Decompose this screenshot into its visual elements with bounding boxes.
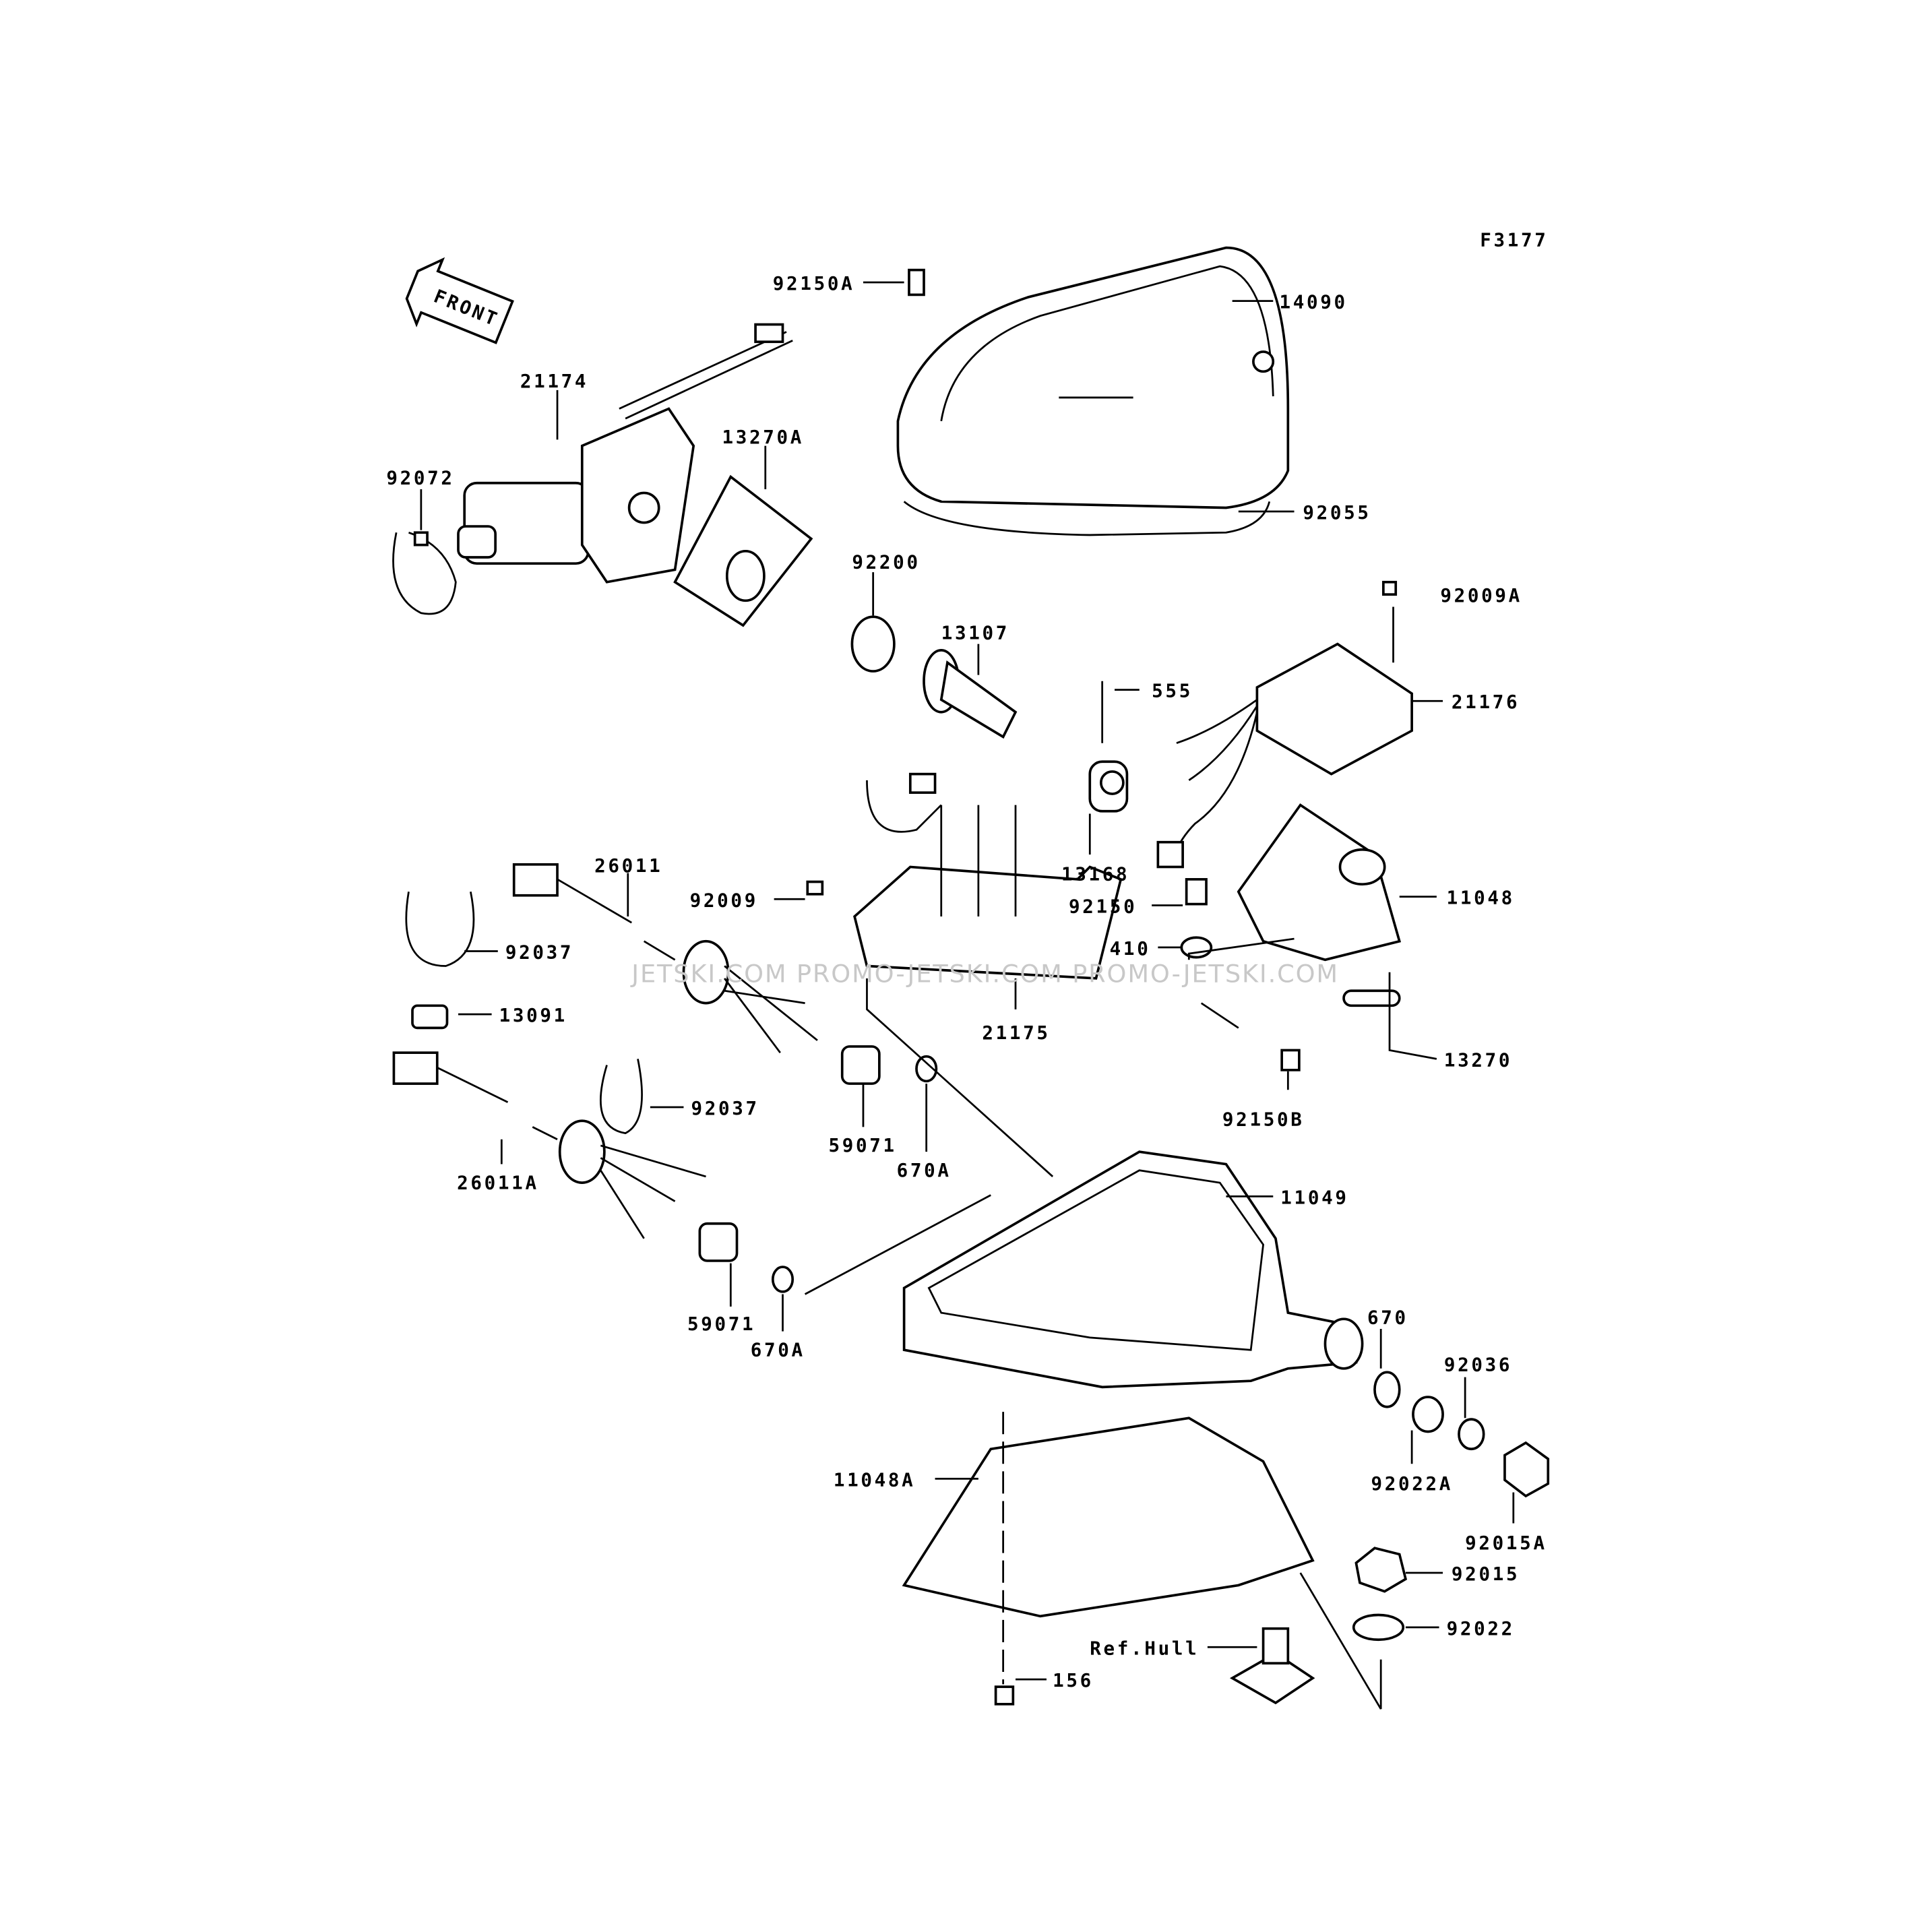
- label-92037: 92037: [505, 941, 573, 963]
- label-92150B: 92150B: [1222, 1109, 1305, 1131]
- label-26011: 26011: [594, 855, 662, 877]
- label-13270A: 13270A: [722, 427, 804, 448]
- label-11048: 11048: [1447, 887, 1515, 909]
- hardware: [806, 268, 1550, 1706]
- label-92150A: 92150A: [773, 273, 855, 294]
- label-ref-hull: Ref.Hull: [1090, 1638, 1199, 1659]
- label-26011A: 26011A: [457, 1172, 539, 1193]
- label-92015A: 92015A: [1465, 1532, 1547, 1554]
- label-13091: 13091: [499, 1005, 567, 1026]
- leader-lines: [420, 281, 1515, 1710]
- label-92037: 92037: [691, 1098, 759, 1119]
- label-92022: 92022: [1447, 1618, 1515, 1640]
- label-92015: 92015: [1452, 1563, 1520, 1585]
- case-11049: [902, 1150, 1364, 1389]
- o-ring-92200: [850, 615, 896, 673]
- label-156: 156: [1053, 1670, 1094, 1691]
- label-11049: 11049: [1280, 1187, 1348, 1208]
- label-59071: 59071: [829, 1135, 897, 1156]
- part-labels: 92150A 14090 21174 13270A 92072 92055 92…: [386, 273, 1547, 1691]
- watermark: JETSKI.COM PROMO-JETSKI.COM PROMO-JETSKI…: [630, 959, 1339, 988]
- label-92009: 92009: [690, 890, 758, 911]
- label-92022A: 92022A: [1371, 1473, 1453, 1495]
- label-92055: 92055: [1303, 502, 1371, 524]
- label-21174: 21174: [520, 371, 588, 392]
- label-59071: 59071: [687, 1313, 755, 1335]
- label-13107: 13107: [941, 622, 1009, 644]
- label-670A: 670A: [751, 1339, 805, 1361]
- label-13270: 13270: [1444, 1049, 1512, 1071]
- label-555: 555: [1152, 681, 1193, 702]
- controller-21176: [1156, 642, 1413, 869]
- label-13168: 13168: [1061, 864, 1129, 885]
- label-21176: 21176: [1452, 691, 1520, 713]
- label-92150: 92150: [1069, 896, 1137, 917]
- label-670: 670: [1367, 1307, 1408, 1329]
- label-92009A: 92009A: [1440, 585, 1522, 606]
- label-11048A: 11048A: [834, 1469, 916, 1491]
- label-670A: 670A: [897, 1160, 952, 1181]
- label-21175: 21175: [982, 1022, 1050, 1044]
- plate-11048A: [902, 1412, 1315, 1685]
- harness-26011A: [392, 1051, 706, 1239]
- shaft-13107: [923, 649, 1018, 739]
- cover-14090: [896, 246, 1290, 536]
- cdi-unit-21175: [853, 772, 1123, 980]
- label-92072: 92072: [386, 468, 454, 489]
- front-arrow-icon: FRONT: [405, 257, 514, 344]
- harness-26011: [405, 863, 818, 1053]
- label-92200: 92200: [852, 552, 920, 573]
- bracket-11048: [1237, 803, 1402, 1007]
- fittings-59071: [698, 1045, 938, 1293]
- label-410: 410: [1110, 938, 1151, 960]
- arm-13168: [1088, 681, 1129, 813]
- figure-code: F3177: [1480, 230, 1548, 251]
- motor-21174: [392, 323, 813, 627]
- label-14090: 14090: [1279, 292, 1347, 313]
- label-92036: 92036: [1444, 1354, 1512, 1375]
